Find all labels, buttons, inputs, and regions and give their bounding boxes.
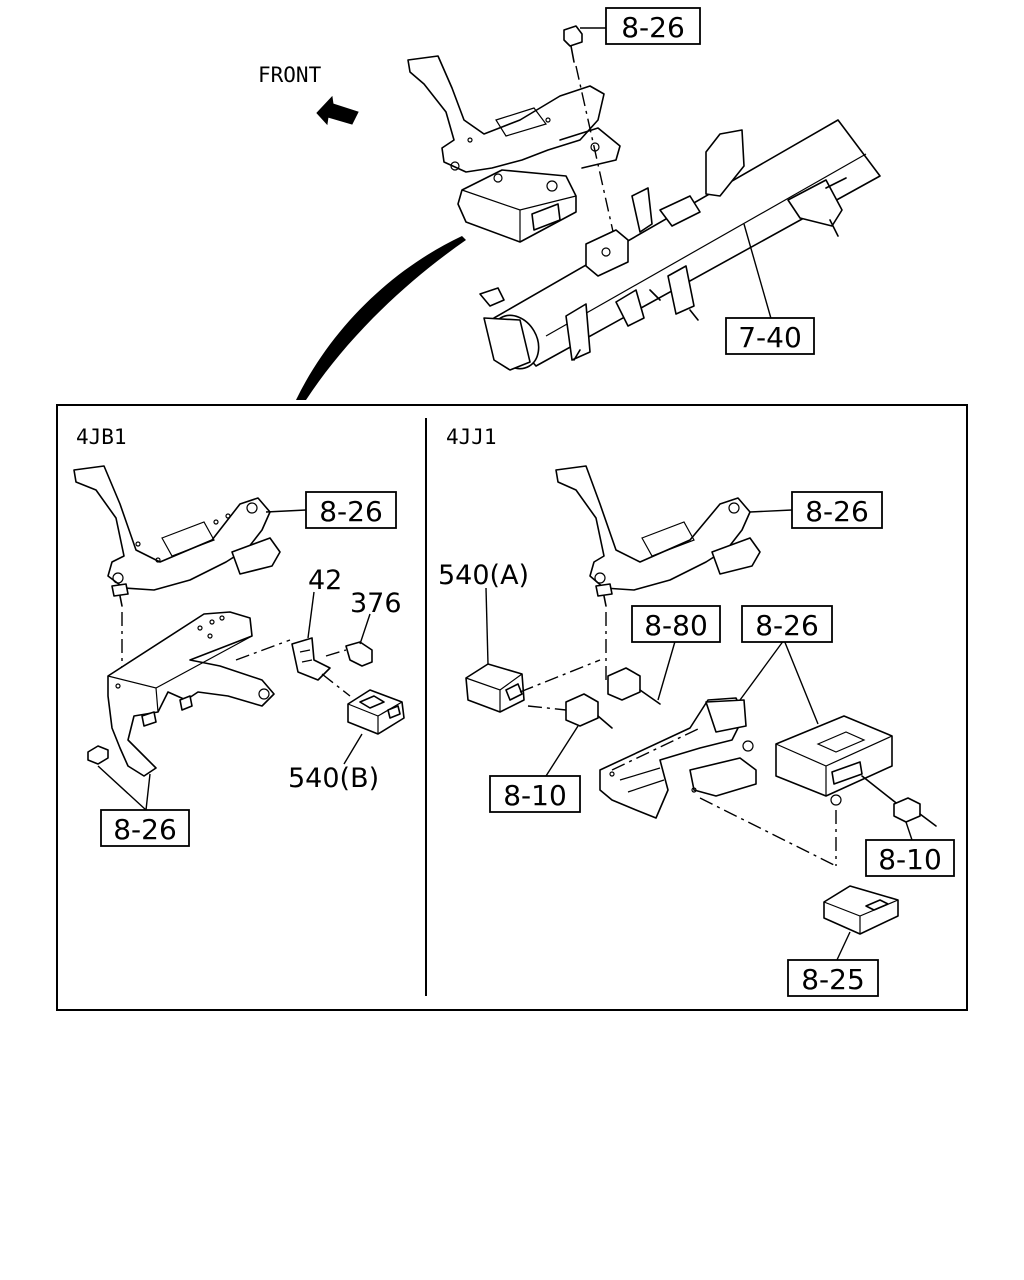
right-lower-bracket bbox=[599, 697, 745, 819]
svg-text:7-40: 7-40 bbox=[738, 321, 802, 354]
svg-text:8-10: 8-10 bbox=[503, 779, 567, 812]
callout-right-880: 8-80 bbox=[631, 605, 721, 643]
callout-right-810-right: 8-10 bbox=[865, 839, 955, 877]
part-376-bolt-icon bbox=[345, 641, 373, 667]
callout-top-bolt: 8-26 bbox=[580, 7, 701, 45]
top-bracket bbox=[407, 55, 605, 173]
detail-frame bbox=[56, 404, 968, 1011]
svg-text:8-80: 8-80 bbox=[644, 609, 708, 642]
connector-8-80 bbox=[607, 667, 641, 701]
right-panel bbox=[465, 465, 937, 963]
label-42: 42 bbox=[308, 565, 342, 596]
left-nut-icon bbox=[87, 745, 109, 765]
svg-text:8-26: 8-26 bbox=[319, 495, 383, 528]
svg-text:8-26: 8-26 bbox=[755, 609, 819, 642]
callout-right-bracket: 8-26 bbox=[791, 491, 883, 529]
front-label: FRONT bbox=[258, 63, 322, 87]
connector-8-10-left bbox=[565, 693, 599, 727]
detail-arrow-icon bbox=[296, 236, 466, 400]
callout-left-bracket: 8-26 bbox=[305, 491, 397, 529]
label-376: 376 bbox=[350, 588, 402, 619]
callout-right-825: 8-25 bbox=[787, 959, 879, 997]
left-lower-bracket bbox=[107, 611, 275, 777]
left-panel bbox=[73, 465, 405, 811]
callout-left-bottom: 8-26 bbox=[100, 809, 190, 847]
svg-text:8-10: 8-10 bbox=[878, 843, 942, 876]
top-bolt-icon bbox=[563, 25, 583, 47]
top-assembly: FRONT bbox=[258, 25, 881, 400]
svg-text:8-26: 8-26 bbox=[621, 11, 685, 44]
front-arrow-icon bbox=[316, 95, 359, 126]
label-540a: 540(A) bbox=[438, 560, 529, 591]
part-42-bracket bbox=[291, 637, 331, 681]
panel-left-title: 4JB1 bbox=[76, 425, 127, 449]
connector-8-10-right bbox=[893, 797, 921, 823]
label-540b: 540(B) bbox=[288, 763, 379, 794]
svg-text:8-26: 8-26 bbox=[805, 495, 869, 528]
svg-text:8-26: 8-26 bbox=[113, 813, 177, 846]
svg-text:8-25: 8-25 bbox=[801, 963, 865, 996]
callout-crossmember: 7-40 bbox=[725, 317, 815, 355]
crossmember-tube bbox=[493, 119, 881, 367]
panel-right-title: 4JJ1 bbox=[446, 425, 497, 449]
part-8-25-module bbox=[823, 885, 899, 935]
callout-right-826-mid: 8-26 bbox=[741, 605, 833, 643]
callout-right-810-left: 8-10 bbox=[489, 775, 581, 813]
